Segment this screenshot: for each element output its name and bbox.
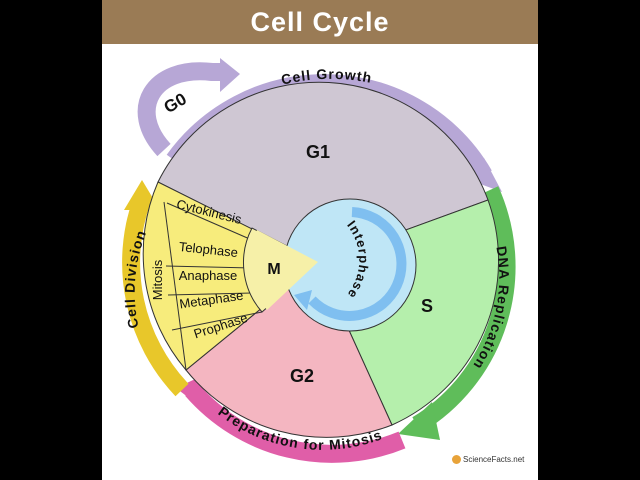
telophase-label: Telophase (178, 239, 239, 260)
g1-label: G1 (306, 142, 330, 162)
g2-label: G2 (290, 366, 314, 386)
mitosis-label: Mitosis (150, 259, 165, 300)
m-center-fill (249, 230, 318, 310)
s-label: S (421, 296, 433, 316)
g0-label: G0 (161, 89, 190, 117)
diagram-panel: Cell Cycle (102, 0, 538, 480)
title-bar: Cell Cycle (102, 0, 538, 44)
page-title: Cell Cycle (250, 6, 390, 37)
sciencefacts-logo: ScienceFacts.net (452, 455, 524, 464)
m-label: M (267, 261, 280, 278)
g0-loop (137, 62, 224, 157)
g1-sector (157, 81, 489, 263)
interphase-arrow (308, 207, 407, 321)
anaphase-label: Anaphase (179, 268, 238, 283)
cell-growth-label: Cell Growth (280, 66, 374, 88)
logo-icon (452, 455, 461, 464)
dna-replication-arc (412, 186, 516, 433)
prep-for-mitosis-arc (185, 384, 406, 463)
dna-replication-arrowhead (398, 402, 440, 440)
cell-division-arc (122, 196, 189, 397)
cell-cycle-diagram: G1 S G2 M G0 Cytokinesis Telophase Anaph… (122, 58, 516, 463)
cell-growth-arrowhead (464, 158, 502, 192)
mitosis-sector (142, 181, 319, 371)
g2-sector (185, 261, 393, 438)
g0-arrowhead (220, 58, 240, 92)
logo-text: ScienceFacts.net (463, 455, 525, 464)
